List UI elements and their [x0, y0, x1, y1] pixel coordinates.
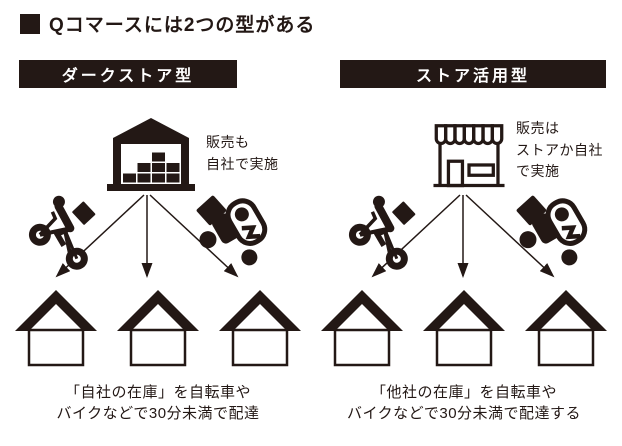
house-icon: [525, 290, 607, 367]
panel-caption: 「他社の在庫」を自転車や バイクなどで30分未満で配達する: [314, 382, 614, 424]
house-icon: [117, 290, 199, 367]
panel-header-dark-store: ダークストア型: [19, 60, 237, 88]
destination-houses: [14, 287, 302, 367]
sales-note-line: ストアか自社: [516, 141, 603, 158]
house-icon: [15, 290, 97, 367]
storefront-icon: [433, 124, 505, 188]
house-icon: [321, 290, 403, 367]
bicycle-courier-icon: [28, 195, 96, 270]
motorbike-courier-icon: [516, 195, 588, 266]
sales-note-line: 販売は: [516, 120, 560, 136]
caption-line: 「他社の在庫」を自転車や: [370, 384, 557, 401]
warehouse-icon: [107, 118, 195, 191]
caption-line: バイクなどで30分未満で配達: [56, 405, 260, 422]
sales-note: 販売は ストアか自社 で実施: [516, 118, 603, 183]
title-square-bullet-icon: [20, 13, 40, 34]
caption-line: バイクなどで30分未満で配達する: [346, 405, 582, 422]
sales-note: 販売も 自社で実施: [206, 132, 279, 175]
motorbike-courier-icon: [196, 195, 268, 266]
destination-houses: [320, 287, 608, 367]
page-title: Qコマースには2つの型がある: [49, 15, 316, 36]
panel-store-utilization: ストア活用型 販売は ストアか自社 で実施: [314, 58, 614, 440]
bicycle-courier-icon: [348, 195, 416, 270]
sales-note-line: で実施: [516, 163, 560, 180]
sales-note-line: 販売も: [206, 134, 250, 150]
house-icon: [423, 290, 505, 367]
panel-dark-store: ダークストア型 販売も 自社で実施: [8, 58, 308, 440]
caption-line: 「自社の在庫」を自転車や: [64, 384, 251, 401]
sales-note-line: 自社で実施: [206, 155, 279, 172]
house-icon: [219, 290, 301, 367]
panel-caption: 「自社の在庫」を自転車や バイクなどで30分未満で配達: [8, 382, 308, 424]
page-title-row: Qコマースには2つの型がある: [20, 10, 315, 37]
panel-header-store-utilization: ストア活用型: [340, 60, 606, 88]
